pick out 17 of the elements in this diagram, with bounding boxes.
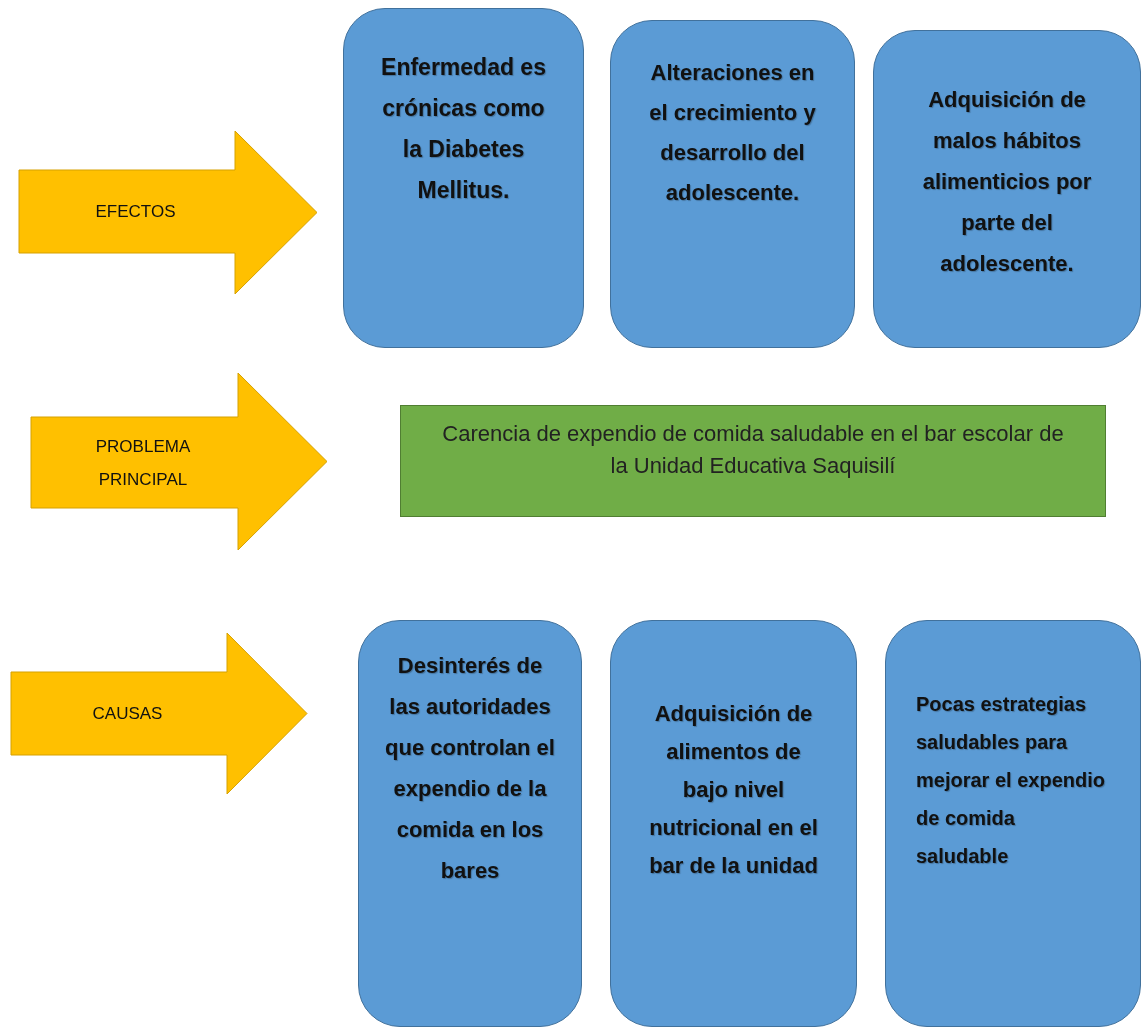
rounded-box [610,20,855,348]
box-text: Adquisición de malos hábitos alimenticios por parte del adolescente. [921,86,1093,278]
problem-text: Carencia de expendio de comida saludable en el bar escolar de la Unidad Educativa Saquisilí [441,420,1065,480]
arrow-label: EFECTOS [94,201,177,223]
rounded-box [873,30,1141,348]
rounded-box [885,620,1141,1027]
box-text: Pocas estrategias saludables para mejorar el expendio de comida saludable [916,692,1106,869]
problem-box [400,405,1106,517]
rounded-box [610,620,857,1027]
box-text: Alteraciones en el crecimiento y desarrollo del adolescente. [649,59,816,207]
rounded-box [343,8,584,348]
arrow-label: PROBLEMA PRINCIPAL [94,435,192,491]
box-text: Enfermedad es crónicas como la Diabetes Mellitus. [380,53,547,205]
arrow-label: CAUSAS [91,703,164,725]
rounded-box [358,620,582,1027]
box-text: Desinterés de las autoridades que controlan el expendio de la comida en los bares [385,652,555,885]
box-text: Adquisición de alimentos de bajo nivel nutricional en el bar de la unidad [648,700,819,880]
